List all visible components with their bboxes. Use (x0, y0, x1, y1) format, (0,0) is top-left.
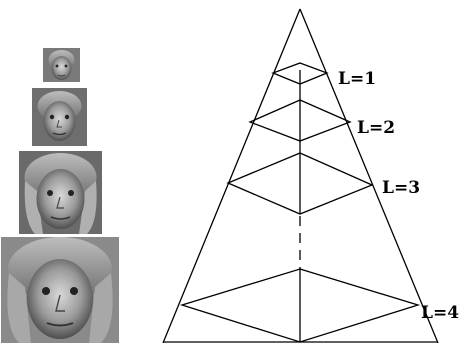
level-2-label: L=2 (357, 118, 395, 138)
pyramid-outline (162, 8, 439, 344)
level-3-diamond (226, 152, 374, 215)
face-thumbnail-3 (19, 151, 102, 234)
face-thumbnail-4 (1, 237, 119, 343)
face-thumbnail-1 (43, 48, 80, 82)
level-1-diamond (271, 62, 329, 85)
level-1-label: L=1 (338, 69, 376, 89)
level-4-label: L=4 (421, 303, 459, 323)
face-thumbnail-2 (32, 88, 87, 146)
level-3-label: L=3 (382, 178, 420, 198)
level-4-diamond (179, 268, 421, 343)
level-2-diamond (248, 99, 352, 142)
